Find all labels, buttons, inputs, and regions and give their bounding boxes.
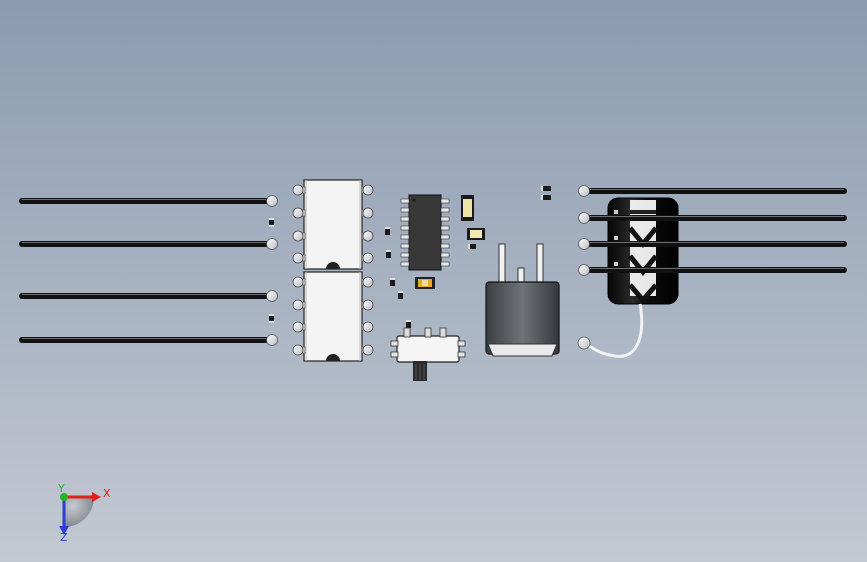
soic-pin xyxy=(400,198,410,204)
soic-pin xyxy=(440,207,450,213)
soic-pin xyxy=(440,198,450,204)
smd-cap-2[interactable] xyxy=(386,250,391,258)
triad-y-axis-dot xyxy=(60,493,68,501)
dip-pin xyxy=(292,184,306,196)
soic-pin xyxy=(400,216,410,222)
dip-pin xyxy=(361,299,374,311)
soic-pin xyxy=(440,216,450,222)
dip-pin xyxy=(361,344,374,356)
dip-pin xyxy=(361,230,374,242)
smd-cap-6[interactable] xyxy=(468,244,476,249)
soic-pin-group xyxy=(400,198,450,267)
right-lead-1[interactable] xyxy=(578,185,847,197)
left-lead-group[interactable] xyxy=(19,195,278,346)
smd-cap-8[interactable] xyxy=(541,195,551,200)
smd-cap-4[interactable] xyxy=(398,291,403,299)
voltage-regulator[interactable] xyxy=(485,243,560,357)
dip-chip-lower[interactable] xyxy=(303,271,363,362)
dip-pin xyxy=(361,252,374,264)
soic-pin xyxy=(440,252,450,258)
dip-pin xyxy=(292,207,306,219)
right-lead-group[interactable] xyxy=(578,185,847,276)
dip-pin xyxy=(361,184,374,196)
reference-triad: X Y Z xyxy=(57,482,111,544)
left-lead-1[interactable] xyxy=(19,195,278,207)
dip-pin xyxy=(292,230,306,242)
dip-pin xyxy=(292,321,306,333)
right-lead-3[interactable] xyxy=(578,238,847,250)
soic-pin xyxy=(440,234,450,240)
soic-pin xyxy=(400,234,410,240)
soic-pin xyxy=(400,207,410,213)
smd-cap-1[interactable] xyxy=(385,227,390,235)
triad-x-label: X xyxy=(103,487,111,500)
triad-z-label: Z xyxy=(60,531,68,544)
electrolytic-capacitor[interactable] xyxy=(577,197,679,358)
slide-switch[interactable] xyxy=(390,327,466,381)
smd-resistor-orange[interactable] xyxy=(415,277,435,289)
triad-z-arrow-icon xyxy=(59,526,69,535)
left-lead-2[interactable] xyxy=(19,238,278,250)
soic-chip[interactable] xyxy=(408,194,442,271)
smd-resistor-left-1[interactable] xyxy=(269,218,274,227)
soic-pin xyxy=(400,243,410,249)
dip-pin xyxy=(361,321,374,333)
dip-pin xyxy=(292,252,306,264)
dip-pin xyxy=(361,207,374,219)
smd-tantalum-cap[interactable] xyxy=(461,195,474,221)
dip-pin xyxy=(361,276,374,288)
triad-x-arrow-icon xyxy=(92,492,101,502)
triad-shade xyxy=(64,497,94,527)
soic-pin xyxy=(400,261,410,267)
right-lead-4[interactable] xyxy=(578,264,847,276)
smd-resistor-tan-1[interactable] xyxy=(467,228,485,240)
dip-pin-group xyxy=(292,184,374,356)
soic-pin xyxy=(400,252,410,258)
left-lead-3[interactable] xyxy=(19,290,278,302)
soic-pin xyxy=(400,225,410,231)
smd-cap-5[interactable] xyxy=(406,320,411,328)
dip-pin xyxy=(292,344,306,356)
left-lead-4[interactable] xyxy=(19,334,278,346)
smd-resistor-left-2[interactable] xyxy=(269,314,274,323)
dip-chip-upper[interactable] xyxy=(303,179,363,270)
dip-pin xyxy=(292,299,306,311)
right-lead-2[interactable] xyxy=(578,212,847,224)
smd-cap-3[interactable] xyxy=(390,278,395,286)
soic-pin xyxy=(440,225,450,231)
dip-pin xyxy=(292,276,306,288)
smd-cap-7[interactable] xyxy=(541,186,551,191)
soic-pin xyxy=(440,243,450,249)
soic-pin xyxy=(440,261,450,267)
triad-y-label: Y xyxy=(57,482,65,495)
